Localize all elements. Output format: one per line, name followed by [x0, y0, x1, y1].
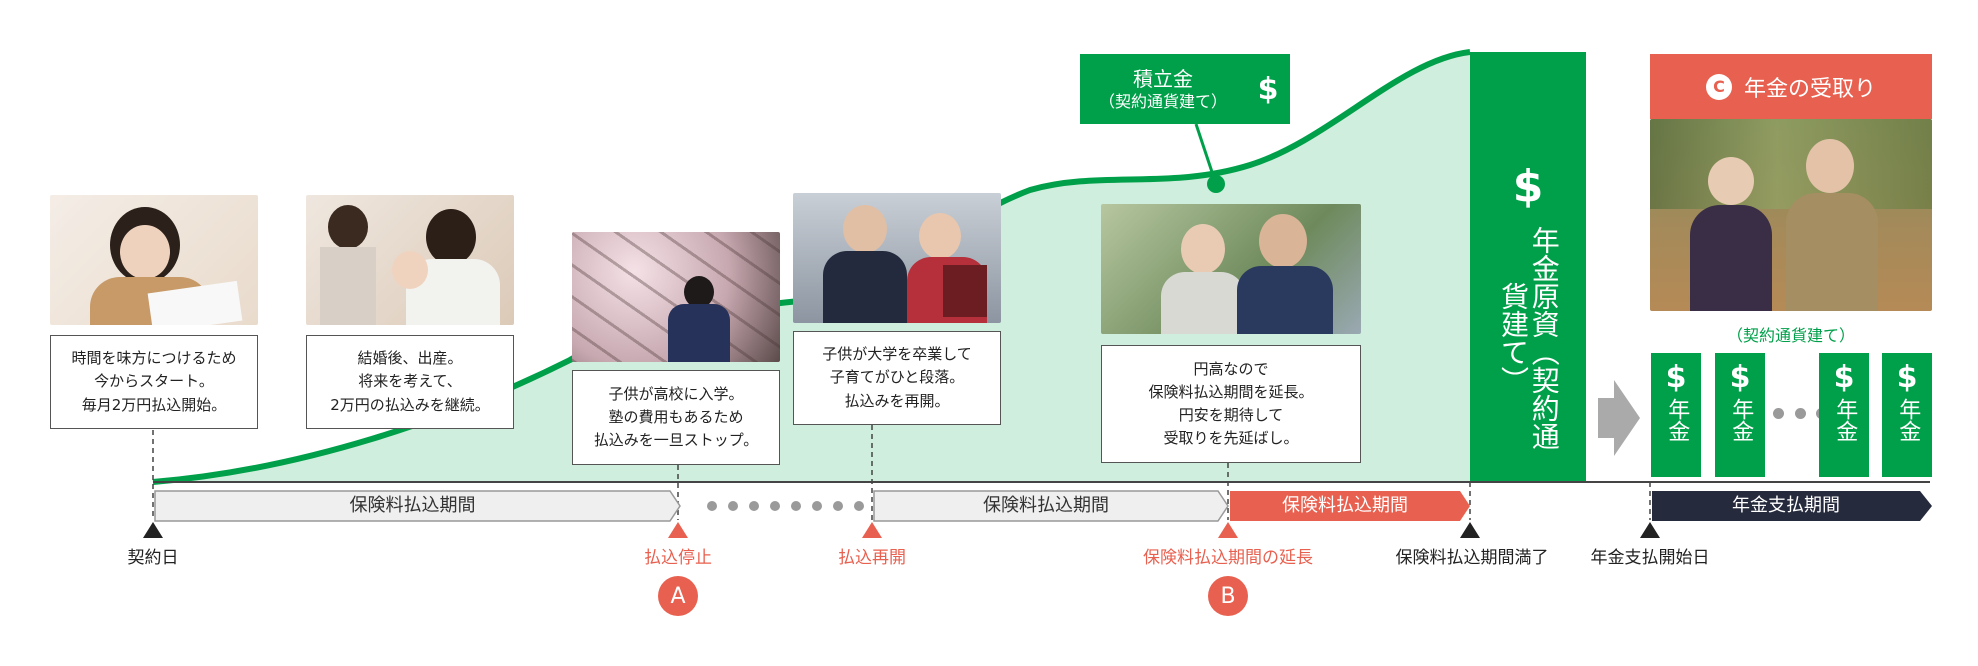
- woman-studying-photo: [50, 195, 258, 325]
- pension-coin-label: 年金: [1664, 398, 1690, 442]
- caption-line: 保険料払込期間を延長。: [1148, 382, 1314, 401]
- caption-line: 塾の費用もあるため: [608, 407, 744, 426]
- marker-contract: [143, 522, 163, 538]
- marker-extension: [1218, 522, 1238, 538]
- marker-label-stop: 払込停止: [644, 548, 712, 568]
- marker-label-resume: 払込再開: [838, 548, 906, 568]
- dollar-icon: $: [1512, 161, 1544, 212]
- caption-3: 子供が高校に入学。 塾の費用もあるため 払込みを一旦ストップ。: [572, 370, 780, 465]
- pension-coin-label: 年金: [1895, 398, 1921, 442]
- caption-line: 円安を期待して: [1178, 406, 1284, 424]
- elderly-couple-park-photo: [1650, 119, 1932, 311]
- dollar-icon: $: [1896, 360, 1918, 395]
- pension-coin-4: $ 年金: [1882, 353, 1932, 477]
- caption-line: 払込みを再開。: [844, 391, 950, 410]
- principal-vertical-label: 年金原資（契約通貨建て）: [1497, 226, 1561, 450]
- caption-line: 今からスタート。: [94, 372, 214, 391]
- badge-b: B: [1208, 576, 1248, 616]
- badge-a: A: [658, 576, 698, 616]
- label-connector: [1194, 123, 1218, 185]
- caption-5: 円高なので 保険料払込期間を延長。 円安を期待して 受取りを先延ばし。: [1101, 345, 1361, 463]
- period-bar-3-shape: [1230, 491, 1470, 521]
- dollar-icon: $: [1257, 71, 1279, 107]
- pension-coin-label: 年金: [1728, 398, 1754, 442]
- pension-coin-label: 年金: [1832, 398, 1858, 442]
- marker-label-period-end: 保険料払込期間満了: [1395, 548, 1549, 568]
- badge-c: C: [1705, 73, 1732, 100]
- period-bar-4-shape: [1652, 491, 1932, 521]
- caption-line: 子供が大学を卒業して: [822, 345, 972, 364]
- caption-1: 時間を味方につけるため 今からスタート。 毎月2万円払込開始。: [50, 335, 258, 429]
- accumulation-label: 積立金 （契約通貨建て） $: [1080, 54, 1290, 124]
- caption-line: 毎月2万円払込開始。: [81, 395, 227, 414]
- couple-smartphone-photo: [1101, 204, 1361, 334]
- marker-pension-start: [1640, 522, 1660, 538]
- paused-dots: [707, 501, 864, 511]
- guide-lines: [152, 425, 1651, 520]
- caption-line: 時間を味方につけるため: [71, 349, 237, 368]
- marker-label-extension: 保険料払込期間の延長: [1143, 548, 1313, 568]
- dollar-icon: $: [1729, 360, 1751, 395]
- caption-line: 子育てがひと段落。: [829, 368, 965, 387]
- pension-header-title: 年金の受取り: [1743, 76, 1876, 102]
- curve-point: [1207, 175, 1225, 193]
- caption-line: 円高なので: [1193, 359, 1269, 378]
- caption-line: 払込みを一旦ストップ。: [593, 431, 759, 450]
- pension-header: C 年金の受取り: [1650, 54, 1932, 119]
- marker-period-end: [1460, 522, 1480, 538]
- marker-label-pension-start: 年金支払開始日: [1590, 548, 1710, 568]
- period-bar-2-shape: [873, 490, 1229, 522]
- period-label-4: 年金支払期間: [1732, 495, 1840, 516]
- pension-coin-1: $ 年金: [1651, 353, 1701, 477]
- pension-subcaption: （契約通貨建て）: [1726, 326, 1855, 345]
- caption-line: 受取りを先延ばし。: [1163, 429, 1299, 448]
- caption-4: 子供が大学を卒業して 子育てがひと段落。 払込みを再開。: [793, 331, 1001, 425]
- transition-arrow: [1598, 380, 1640, 456]
- caption-line: 子供が高校に入学。: [608, 384, 744, 403]
- family-mother-baby-photo: [306, 195, 514, 325]
- accumulation-label-title: 積立金: [1133, 66, 1193, 91]
- period-bar-1-shape: [154, 490, 681, 522]
- principal-bar-shape: [1470, 52, 1586, 482]
- pension-coin-2: $ 年金: [1715, 353, 1765, 477]
- caption-line: 2万円の払込みを継続。: [330, 395, 490, 414]
- period-label-1: 保険料払込期間: [349, 495, 476, 516]
- marker-resume: [862, 522, 882, 538]
- dollar-icon: $: [1665, 360, 1687, 395]
- pension-coin-3: $ 年金: [1819, 353, 1869, 477]
- marker-stop: [668, 522, 688, 538]
- caption-line: 将来を考えて、: [358, 372, 462, 391]
- dollar-icon: $: [1833, 360, 1855, 395]
- caption-2: 結婚後、出産。 将来を考えて、 2万円の払込みを継続。: [306, 335, 514, 429]
- student-cherry-blossom-photo: [572, 232, 780, 362]
- caption-line: 結婚後、出産。: [357, 349, 463, 368]
- principal-bar: $ 年金原資（契約通貨建て）: [1470, 165, 1586, 453]
- graduation-photo: [793, 193, 1001, 323]
- marker-label-contract: 契約日: [127, 548, 179, 568]
- period-label-2: 保険料払込期間: [983, 495, 1109, 516]
- period-label-3: 保険料払込期間: [1282, 495, 1408, 516]
- accumulation-label-sub: （契約通貨建て）: [1098, 91, 1227, 111]
